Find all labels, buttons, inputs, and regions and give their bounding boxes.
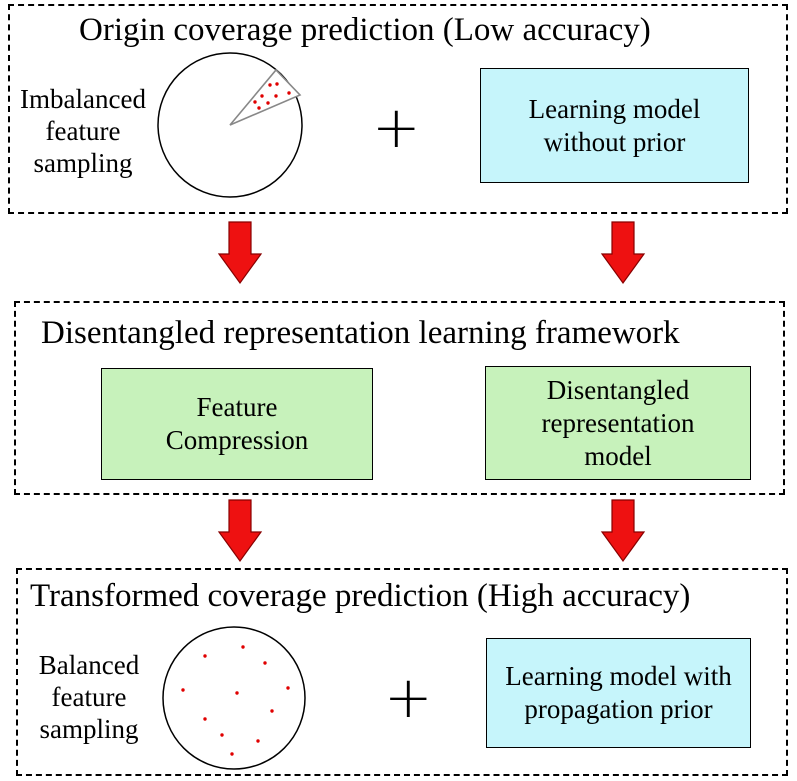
plus-sign-origin: + [372, 93, 421, 161]
origin-section-frame [8, 4, 788, 214]
framework-section-title: Disentangled representation learning fra… [41, 315, 680, 351]
learning-model-without-prior-label: Learning model without prior [528, 93, 701, 157]
disentangled-representation-model-box: Disentangled representation model [485, 366, 751, 480]
imbalanced-sampling-label: Imbalanced feature sampling [20, 84, 146, 178]
learning-model-without-prior-box: Learning model without prior [480, 68, 749, 183]
down-arrow-right-1 [600, 221, 646, 285]
disentangled-representation-model-label: Disentangled representation model [541, 374, 695, 471]
down-arrow-left-1 [217, 221, 263, 285]
balanced-sampling-label: Balanced feature sampling [38, 650, 140, 744]
imbalanced-sample-dots [253, 82, 291, 110]
feature-compression-label: Feature Compression [165, 392, 309, 455]
origin-section-title: Origin coverage prediction (Low accuracy… [79, 12, 651, 48]
learning-model-with-prior-box: Learning model with propagation prior [486, 638, 751, 748]
sampling-sector [229, 68, 302, 126]
down-arrow-right-2 [600, 499, 646, 563]
balanced-sample-dots [181, 645, 290, 756]
plus-sign-transformed: + [384, 663, 433, 731]
feature-compression-box: Feature Compression [101, 368, 373, 480]
framework-section-frame [14, 301, 785, 495]
down-arrow-left-2 [217, 499, 263, 563]
transformed-section-title: Transformed coverage prediction (High ac… [30, 578, 691, 614]
transformed-section-frame [16, 568, 788, 776]
learning-model-with-prior-label: Learning model with propagation prior [505, 661, 732, 724]
